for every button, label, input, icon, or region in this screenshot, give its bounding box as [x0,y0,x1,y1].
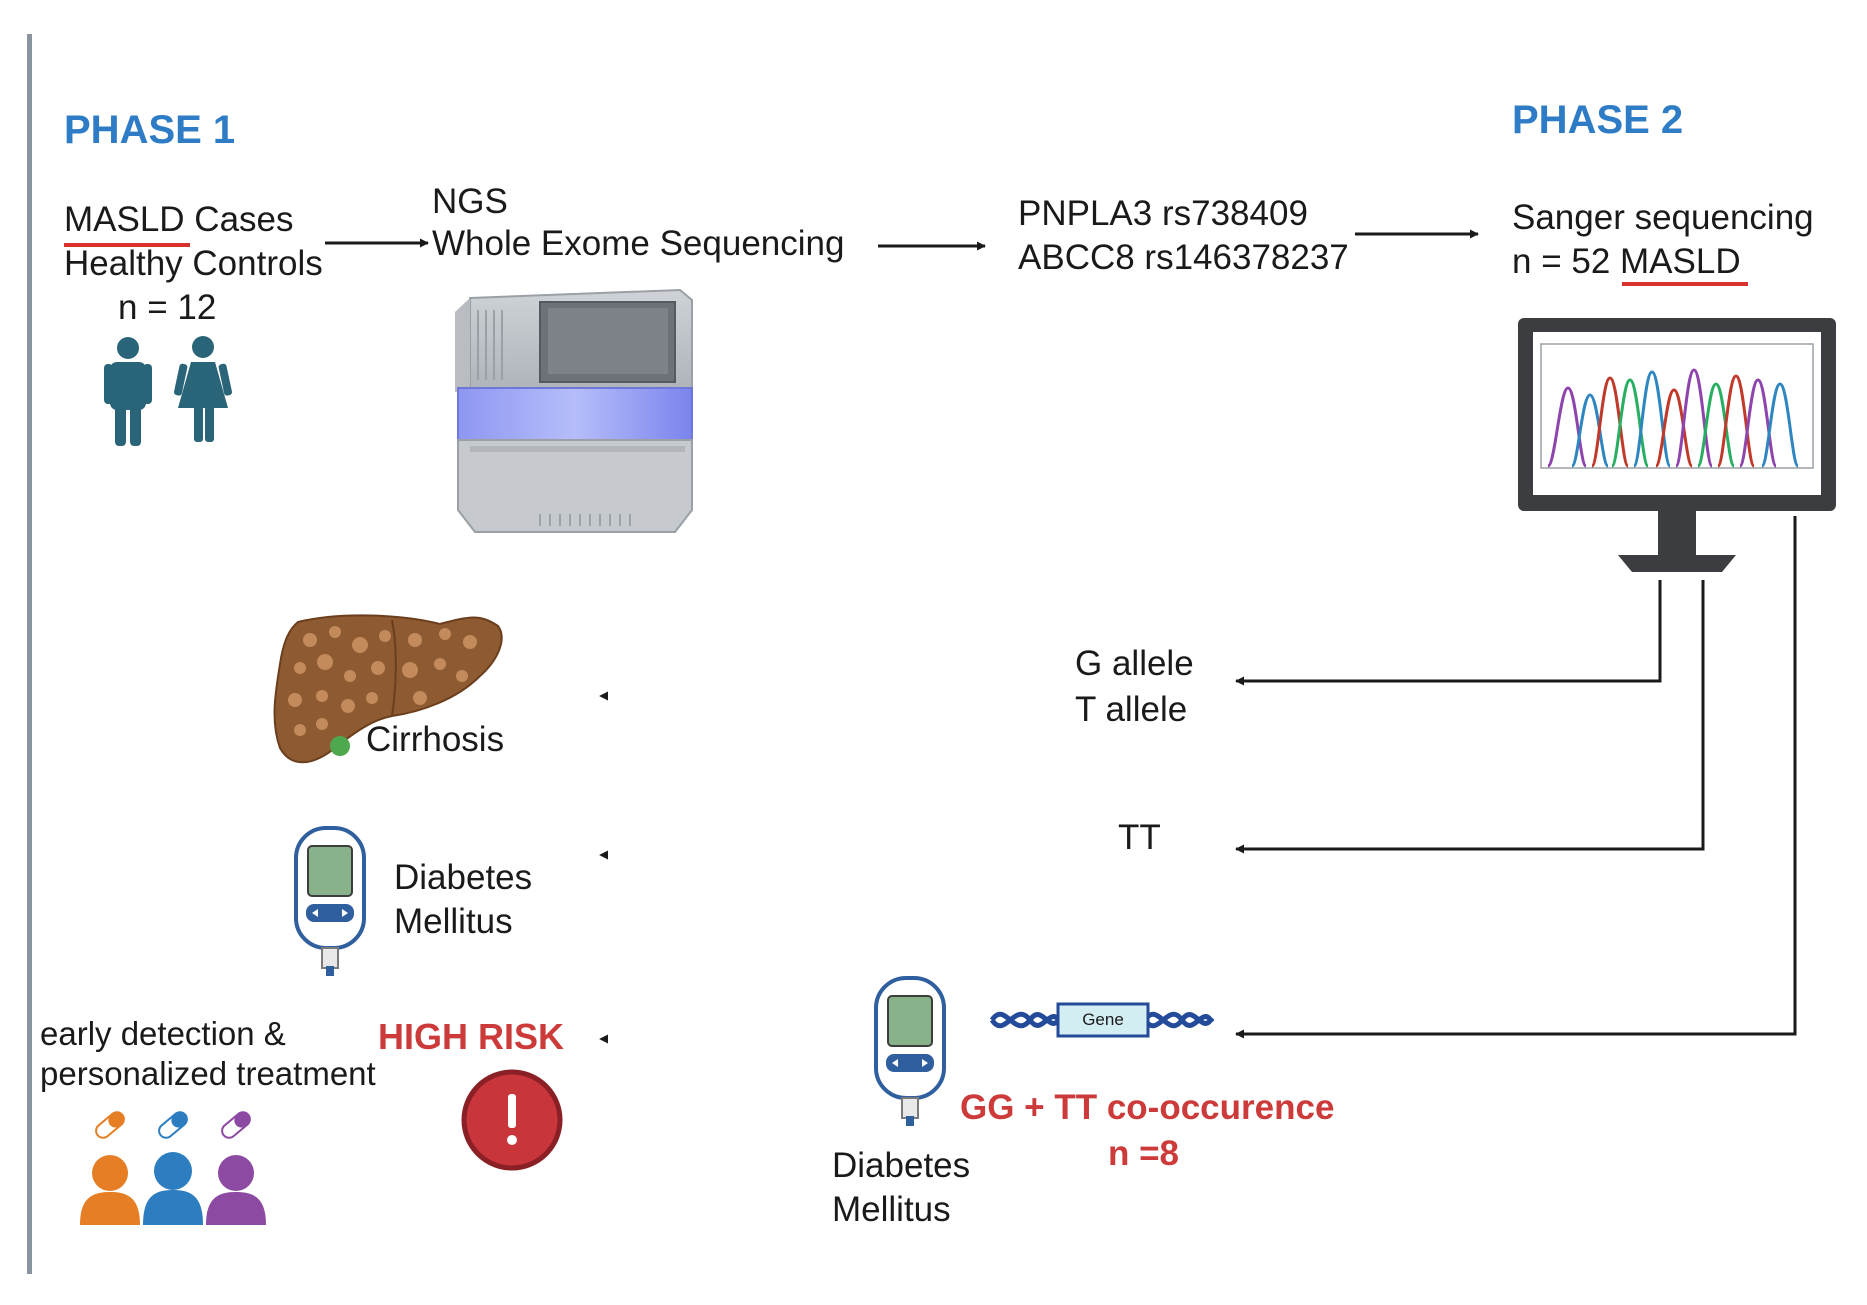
phase1-n-label: n = 12 [118,288,217,327]
connector-cooccurrence [1235,516,1797,1039]
phase1-title: PHASE 1 [64,108,236,152]
phase2-n-prefix: n = 52 [1512,242,1621,281]
connector-tt [1235,580,1705,854]
person-male-icon [104,337,152,446]
allele-t-label: T allele [1075,690,1188,729]
gene-box-label: Gene [1082,1010,1124,1029]
glucometer-icon [294,826,366,976]
pill-icon [95,1111,125,1139]
controls-label: Healthy Controls [64,244,323,283]
monitor-chromatogram-icon [1518,318,1836,572]
phase2-n-label: n = 52 MASLD [1512,240,1741,284]
cases-label: MASLD Cases [64,200,294,239]
phase2-title: PHASE 2 [1512,98,1684,142]
wes-label: Whole Exome Sequencing [432,224,845,263]
alert-icon [461,1069,563,1171]
diabetes-label-line1: Diabetes [394,858,533,897]
left-border-line [27,34,32,1274]
patient-group-icon [80,1152,266,1225]
diabetes2-label-line1: Diabetes [832,1146,971,1185]
diabetes-label-line2: Mellitus [394,902,513,941]
early-detection-line1: early detection & [40,1015,286,1052]
high-risk-label: HIGH RISK [378,1016,565,1057]
variant-abcc8: ABCC8 rs146378237 [1018,238,1349,277]
phase2-n-group: MASLD [1620,242,1741,281]
genotype-tt-label: TT [1118,818,1161,857]
early-detection-line2: personalized treatment [40,1055,376,1092]
person-female-icon [173,336,233,442]
pill-icon [221,1111,251,1139]
connector-alleles [1235,580,1662,686]
cooccurrence-n-label: n =8 [1108,1134,1180,1173]
allele-g-label: G allele [1075,644,1194,683]
sanger-label: Sanger sequencing [1512,198,1814,237]
dna-gene-icon [989,1002,1215,1038]
cooccurrence-label: GG + TT co-occurence [960,1088,1335,1127]
variant-pnpla3: PNPLA3 rs738409 [1018,194,1308,233]
cirrhosis-label: Cirrhosis [366,720,505,759]
sequencer-icon [455,288,693,533]
pill-icon [158,1111,188,1139]
ngs-label: NGS [432,182,508,221]
diabetes2-label-line2: Mellitus [832,1190,951,1229]
glucometer-icon [874,976,946,1126]
liver-icon [273,614,503,764]
